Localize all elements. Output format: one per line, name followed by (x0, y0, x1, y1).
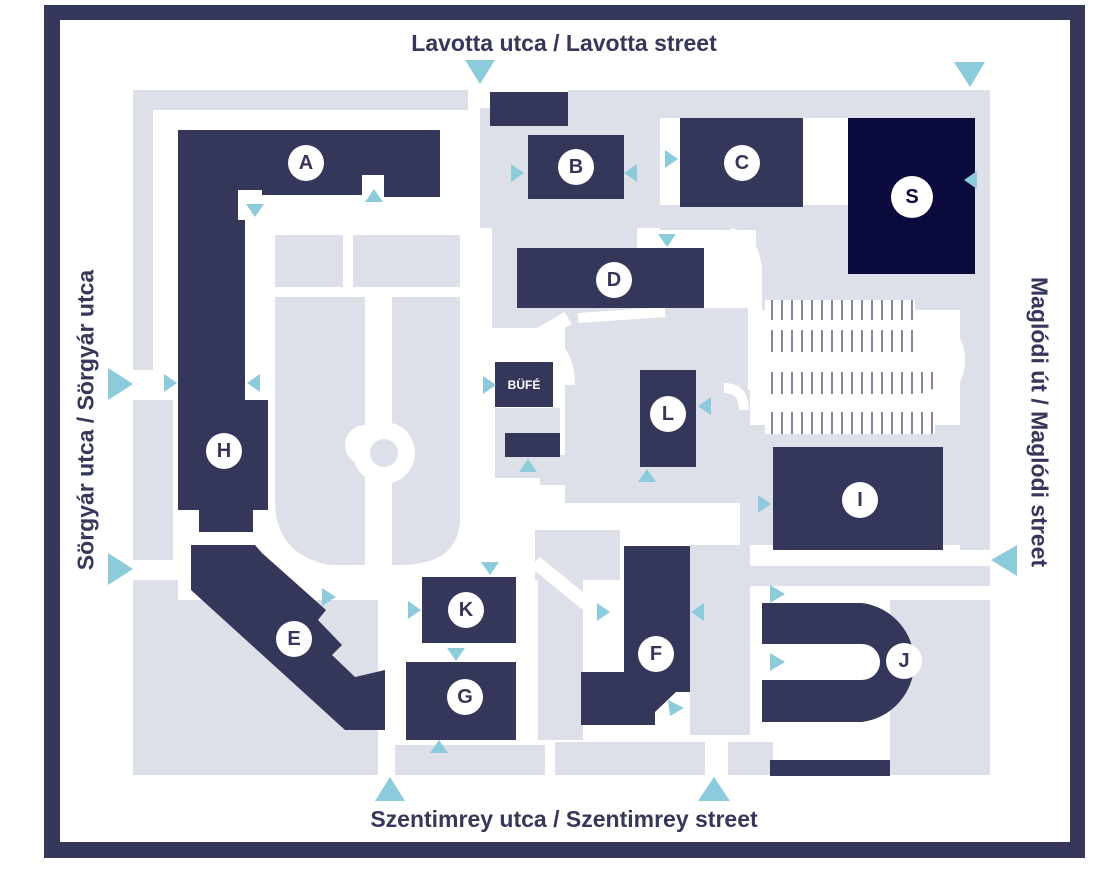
parking-lot-icon (765, 300, 935, 434)
label-j: J (886, 643, 922, 679)
entrance-arrow-icon (954, 62, 985, 87)
label-e-text: E (287, 628, 300, 650)
label-c-text: C (735, 152, 749, 174)
entrance-arrow-icon (758, 495, 771, 513)
label-h: H (206, 433, 242, 469)
entrance-arrow-icon (447, 648, 465, 661)
street-label-bottom: Szentimrey utca / Szentimrey street (370, 806, 758, 832)
entrance-arrow-icon (691, 603, 704, 621)
building-bufe (495, 362, 553, 407)
building-a (178, 130, 440, 532)
entrance-arrow-icon (408, 601, 421, 619)
entrance-arrow-icon (698, 777, 730, 801)
parking-loop-path (914, 310, 965, 410)
label-g-text: G (457, 686, 473, 708)
street-label-top: Lavotta utca / Lavotta street (411, 30, 717, 56)
entrance-arrow-icon (770, 653, 785, 671)
street-label-right: Maglódi út / Maglódi street (1026, 276, 1053, 568)
label-d-text: D (607, 269, 621, 291)
entrance-arrow-icon (108, 368, 133, 400)
ground-areas (133, 90, 990, 775)
entrance-arrow-icon (964, 171, 977, 189)
entrance-arrow-icon (483, 376, 496, 394)
entrance-arrow-icon (511, 164, 524, 182)
label-h-text: H (217, 440, 231, 462)
entrance-arrow-icon (465, 60, 495, 84)
building-j (762, 603, 915, 722)
label-g: G (447, 679, 483, 715)
building-labels: A B C S D H L I K E F J G BÜFÉ (206, 145, 933, 715)
entrance-arrow-icon (668, 700, 684, 716)
label-b: B (558, 149, 594, 185)
label-b-text: B (569, 156, 583, 178)
entrance-arrow-icon (246, 204, 264, 217)
label-d: D (596, 262, 632, 298)
entrance-arrow-icon (638, 469, 656, 482)
label-l: L (650, 396, 686, 432)
entrance-arrow-icon (770, 585, 785, 603)
label-c: C (724, 145, 760, 181)
entrance-arrow-icon (430, 740, 448, 753)
label-a: A (288, 145, 324, 181)
entrance-arrow-icon (624, 164, 637, 182)
label-j-text: J (898, 650, 909, 672)
entrance-arrow-icon (519, 459, 537, 472)
label-k: K (448, 592, 484, 628)
entrance-arrow-icon (991, 545, 1017, 576)
building-top-small (490, 92, 568, 126)
entrance-arrows (108, 60, 1017, 801)
entrance-arrow-icon (108, 553, 133, 585)
label-s: S (891, 176, 933, 218)
label-e: E (276, 621, 312, 657)
entrance-arrow-icon (365, 189, 383, 202)
label-f: F (638, 636, 674, 672)
entrance-arrow-icon (322, 588, 336, 606)
entrance-arrow-icon (658, 234, 676, 247)
entrance-arrow-icon (597, 603, 610, 621)
label-i-text: I (857, 489, 863, 511)
entrance-arrow-icon (375, 777, 405, 801)
entrance-arrow-icon (247, 374, 260, 392)
label-a-text: A (299, 152, 313, 174)
label-f-text: F (650, 643, 662, 665)
label-i: I (842, 482, 878, 518)
building-bottom-right (770, 760, 890, 776)
label-s-text: S (905, 186, 918, 208)
entrance-arrow-icon (665, 150, 678, 168)
entrance-arrow-icon (164, 374, 177, 392)
walkways (506, 228, 762, 621)
building-small-south-bufe (505, 433, 560, 457)
street-label-left: Sörgyár utca / Sörgyár utca (72, 269, 99, 571)
roundabout-icon (353, 422, 415, 484)
entrance-arrow-icon (481, 562, 499, 575)
label-k-text: K (459, 599, 474, 621)
label-l-text: L (662, 403, 674, 425)
entrance-arrow-icon (698, 397, 711, 415)
bufe-label: BÜFÉ (508, 377, 541, 392)
building-f (581, 546, 690, 725)
